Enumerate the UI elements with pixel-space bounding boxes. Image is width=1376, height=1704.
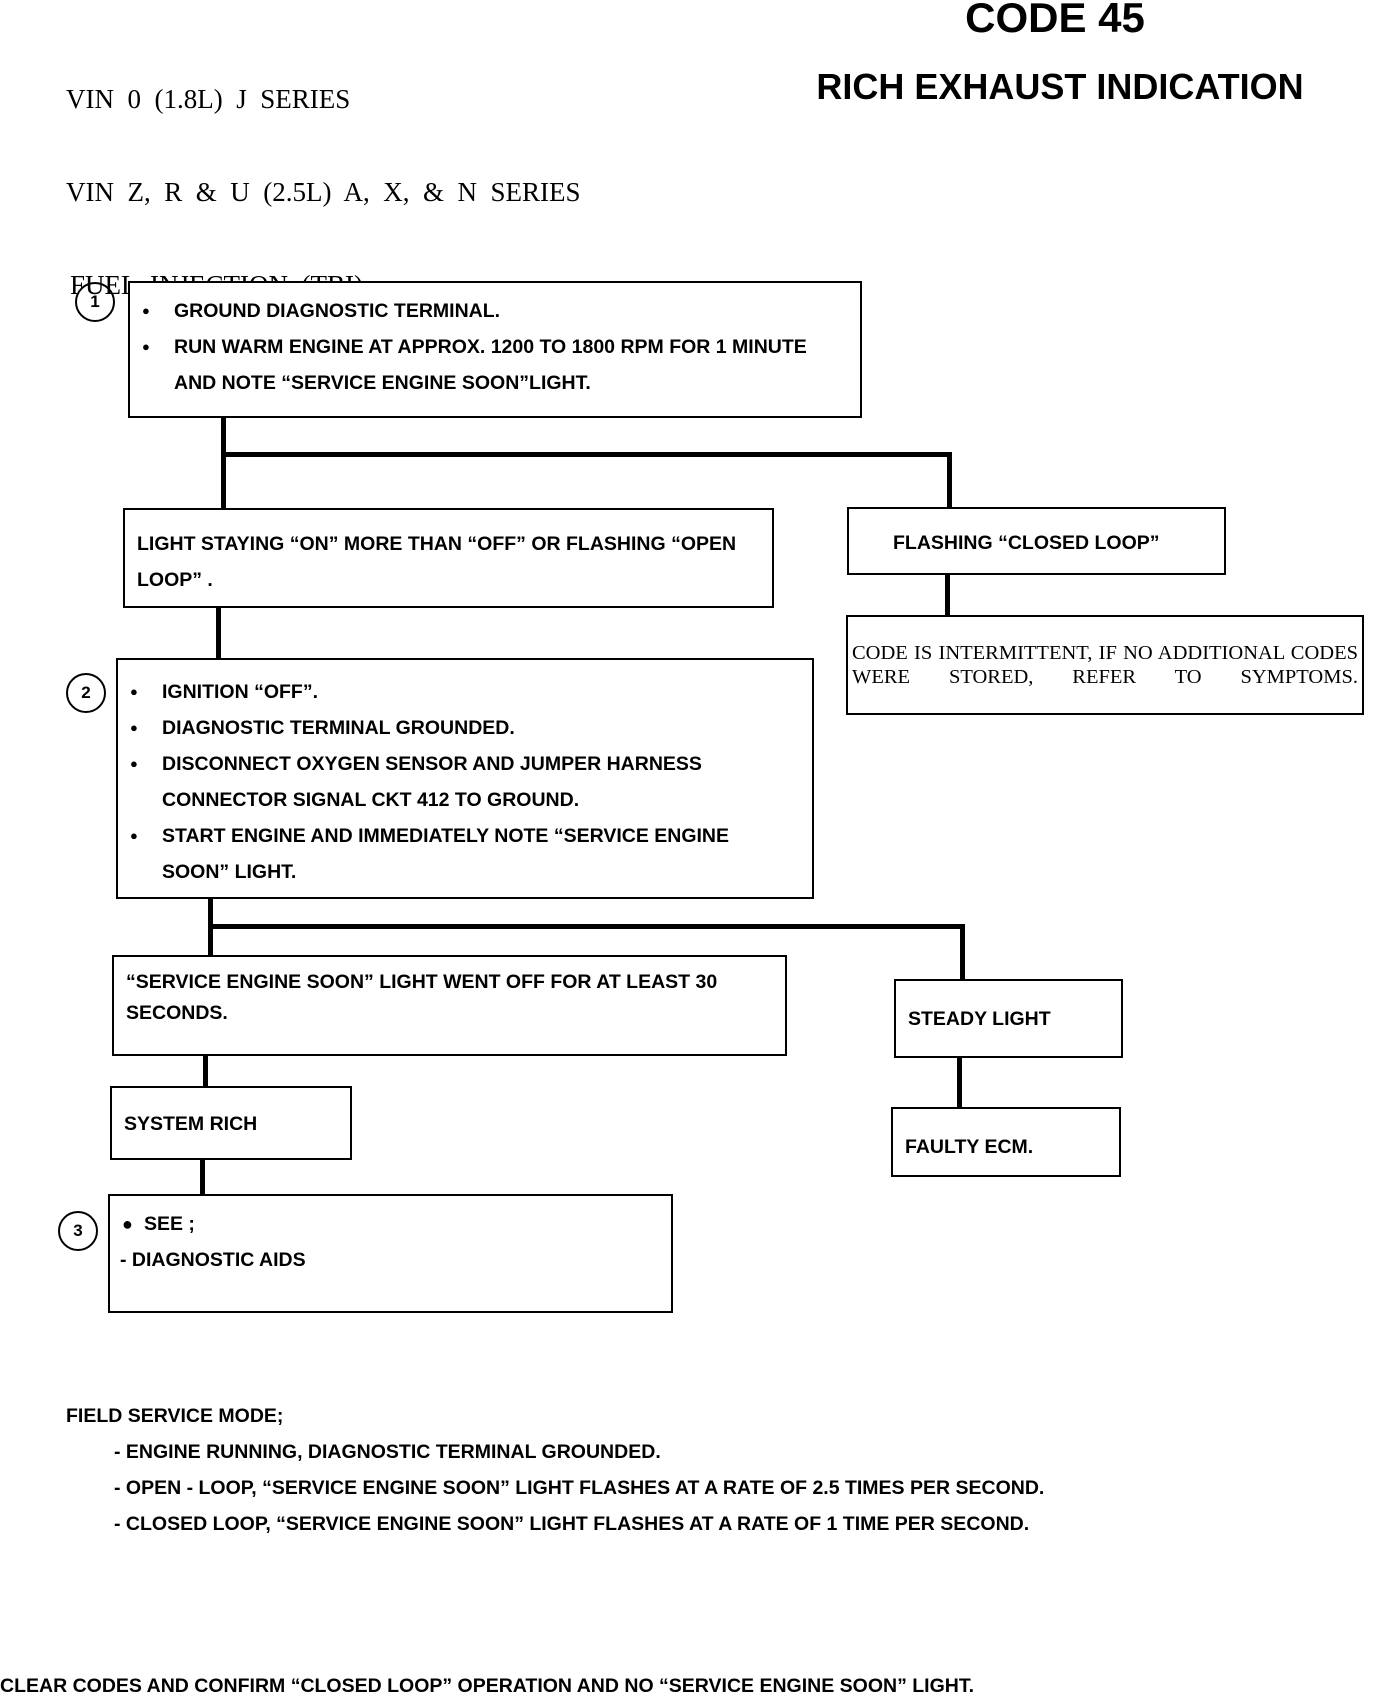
connector-2-right-down bbox=[960, 924, 965, 981]
connector-light-off-down bbox=[203, 1054, 208, 1088]
step-2-bullet-2: DIAGNOSTIC TERMINAL GROUNDED. bbox=[118, 710, 782, 746]
step-number-2-label: 2 bbox=[81, 683, 91, 702]
field-service-item-2: - OPEN - LOOP, “SERVICE ENGINE SOON” LIG… bbox=[114, 1477, 1045, 1499]
outcome-system-rich: SYSTEM RICH bbox=[110, 1086, 352, 1160]
step-2-bullet-1: IGNITION “OFF”. bbox=[118, 674, 782, 710]
outcome-light-staying-on: LIGHT STAYING “ON” MORE THAN “OFF” OR FL… bbox=[123, 508, 774, 608]
step-3-bullet-text: SEE ; bbox=[144, 1213, 195, 1235]
field-service-heading: FIELD SERVICE MODE; bbox=[66, 1405, 284, 1427]
outcome-light-went-off: “SERVICE ENGINE SOON” LIGHT WENT OFF FOR… bbox=[112, 955, 787, 1056]
outcome-flashing-closed-loop: FLASHING “CLOSED LOOP” bbox=[847, 507, 1226, 575]
applicability-line-1: VIN 0 (1.8L) J SERIES bbox=[66, 84, 351, 114]
field-service-item-1: - ENGINE RUNNING, DIAGNOSTIC TERMINAL GR… bbox=[114, 1441, 661, 1463]
step-1-box: GROUND DIAGNOSTIC TERMINAL. RUN WARM ENG… bbox=[128, 281, 862, 418]
field-service-section: FIELD SERVICE MODE; - ENGINE RUNNING, DI… bbox=[66, 1398, 1326, 1542]
step-1-bullet-1: GROUND DIAGNOSTIC TERMINAL. bbox=[130, 293, 820, 329]
step-3-box: ● SEE ; - DIAGNOSTIC AIDS bbox=[108, 1194, 673, 1313]
step-number-1-label: 1 bbox=[90, 292, 100, 311]
step-number-3-label: 3 bbox=[73, 1221, 83, 1240]
footer-instruction: CLEAR CODES AND CONFIRM “CLOSED LOOP” OP… bbox=[0, 1675, 974, 1697]
step-2-box: IGNITION “OFF”. DIAGNOSTIC TERMINAL GROU… bbox=[116, 658, 814, 899]
connector-1-down bbox=[221, 416, 226, 510]
code-number: CODE 45 bbox=[965, 0, 1145, 41]
connector-2-in bbox=[216, 606, 221, 660]
outcome-intermittent: CODE IS INTERMITTENT, IF NO ADDITIONAL C… bbox=[846, 615, 1364, 715]
outcome-steady-light: STEADY LIGHT bbox=[894, 979, 1123, 1058]
step-3-bullet-dot: ● bbox=[122, 1214, 133, 1234]
connector-1-right-down bbox=[947, 452, 952, 509]
step-number-1: 1 bbox=[75, 282, 115, 322]
connector-rich-down bbox=[200, 1158, 205, 1197]
step-2-bullet-4: START ENGINE AND IMMEDIATELY NOTE “SERVI… bbox=[118, 818, 782, 890]
step-number-3: 3 bbox=[58, 1211, 98, 1251]
outcome-faulty-ecm: FAULTY ECM. bbox=[891, 1107, 1121, 1177]
connector-1-horizontal bbox=[221, 452, 952, 457]
applicability-line-2: VIN Z, R & U (2.5L) A, X, & N SERIES bbox=[66, 177, 581, 207]
step-2-bullet-3: DISCONNECT OXYGEN SENSOR AND JUMPER HARN… bbox=[118, 746, 782, 818]
connector-2-horizontal bbox=[208, 924, 965, 929]
step-3-bullet: ● SEE ; bbox=[120, 1206, 671, 1242]
connector-steady-down bbox=[957, 1056, 962, 1109]
step-3-item: - DIAGNOSTIC AIDS bbox=[120, 1249, 306, 1271]
field-service-item-3: - CLOSED LOOP, “SERVICE ENGINE SOON” LIG… bbox=[114, 1513, 1030, 1535]
step-1-bullet-2: RUN WARM ENGINE AT APPROX. 1200 TO 1800 … bbox=[130, 329, 820, 401]
page-title: RICH EXHAUST INDICATION bbox=[816, 66, 1304, 107]
step-number-2: 2 bbox=[66, 673, 106, 713]
connector-closed-loop-down bbox=[945, 573, 950, 617]
